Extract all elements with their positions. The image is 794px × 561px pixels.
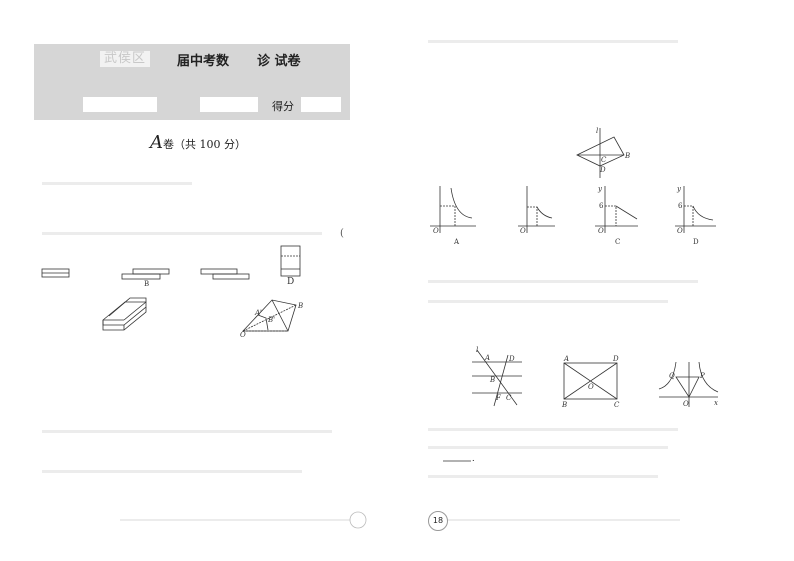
tick-6-label: 6 <box>599 202 604 210</box>
rect-label-b: B <box>561 401 567 409</box>
class-field[interactable] <box>200 97 258 112</box>
kite-label-c: C <box>601 156 607 164</box>
hyperbola-label-q: Q <box>669 372 675 380</box>
origin-label: O <box>520 227 526 235</box>
kite-figure <box>576 128 625 178</box>
right-figures: l C B D O O O O y y 6 6 A C D l A D B F … <box>430 127 719 521</box>
hyperbola-label-p: P <box>699 372 705 380</box>
lines-label-a: A <box>484 354 490 362</box>
graph-c-label: C <box>615 238 620 246</box>
lines-label-c: C <box>506 394 512 402</box>
faded-text-line <box>428 475 658 478</box>
graph-option-d <box>675 186 716 233</box>
score-label: 得分 <box>272 100 294 113</box>
graph-option-b <box>518 186 555 233</box>
faded-text-line <box>42 232 322 235</box>
blank-period: . <box>472 454 475 463</box>
option-d-label: D <box>287 277 294 287</box>
geometry-figure <box>242 299 297 332</box>
rect-label-c: C <box>614 401 620 409</box>
rectangle-figure <box>563 362 618 400</box>
tick-6-label: 6 <box>678 202 683 210</box>
district-label: 武侯区 <box>100 51 150 67</box>
faded-text-line <box>428 428 678 431</box>
option-a-view <box>41 268 70 278</box>
section-title: A卷（共 100 分） <box>150 132 246 153</box>
faded-text-line <box>428 446 668 449</box>
score-field[interactable] <box>301 97 341 112</box>
name-field[interactable] <box>83 97 157 112</box>
page-number: 18 <box>428 511 448 531</box>
y-axis-label: y <box>597 185 603 193</box>
option-d-view <box>280 245 301 277</box>
option-b-label: B <box>144 280 149 288</box>
origin-label: O <box>598 227 604 235</box>
graph-option-a <box>430 186 476 233</box>
hyperbola-label-o: O <box>683 400 689 408</box>
point-b-label: B <box>297 302 303 310</box>
stacked-blocks-3d <box>102 297 147 331</box>
graph-a-label: A <box>453 238 460 246</box>
kite-label-b: B <box>624 152 630 160</box>
faded-text-line <box>42 430 332 433</box>
faded-text-line <box>42 470 302 473</box>
y-axis-label: y <box>676 185 682 193</box>
lines-label-l: l <box>476 346 478 354</box>
faded-text-line <box>428 300 668 303</box>
point-a1-label: A' <box>254 309 262 317</box>
section-letter: A <box>150 132 163 153</box>
lines-label-b: B <box>489 376 495 384</box>
left-figures: B D B A' B' O <box>41 245 367 529</box>
lines-label-d: D <box>508 355 515 363</box>
lines-label-f: F <box>495 394 502 402</box>
exam-title-part1: 届中考数 <box>177 54 230 69</box>
hyperbola-figure <box>658 361 719 407</box>
hyperbola-label-x: x <box>714 399 718 407</box>
rect-label-d: D <box>612 355 619 363</box>
kite-label-d: D <box>599 166 606 174</box>
origin-label: O <box>677 227 683 235</box>
section-text: 卷（共 100 分） <box>163 138 246 151</box>
answer-paren: ( <box>340 228 344 239</box>
parallel-lines-figure <box>472 349 522 407</box>
option-c-view <box>200 268 250 280</box>
point-b1-label: B' <box>267 316 275 324</box>
exam-title-part2: 诊 试卷 <box>257 54 301 69</box>
rect-label-o: O <box>588 383 594 391</box>
graph-d-label: D <box>693 238 699 246</box>
kite-label-l: l <box>596 127 598 135</box>
rect-label-a: A <box>563 355 569 363</box>
graph-option-c <box>595 186 638 233</box>
footer-circle <box>349 511 367 529</box>
option-b-view <box>121 268 170 280</box>
faded-text-line <box>428 280 698 283</box>
faded-text-line <box>428 40 678 43</box>
point-o-label: O <box>240 331 246 339</box>
origin-label: O <box>433 227 439 235</box>
faded-text-line <box>42 182 192 185</box>
